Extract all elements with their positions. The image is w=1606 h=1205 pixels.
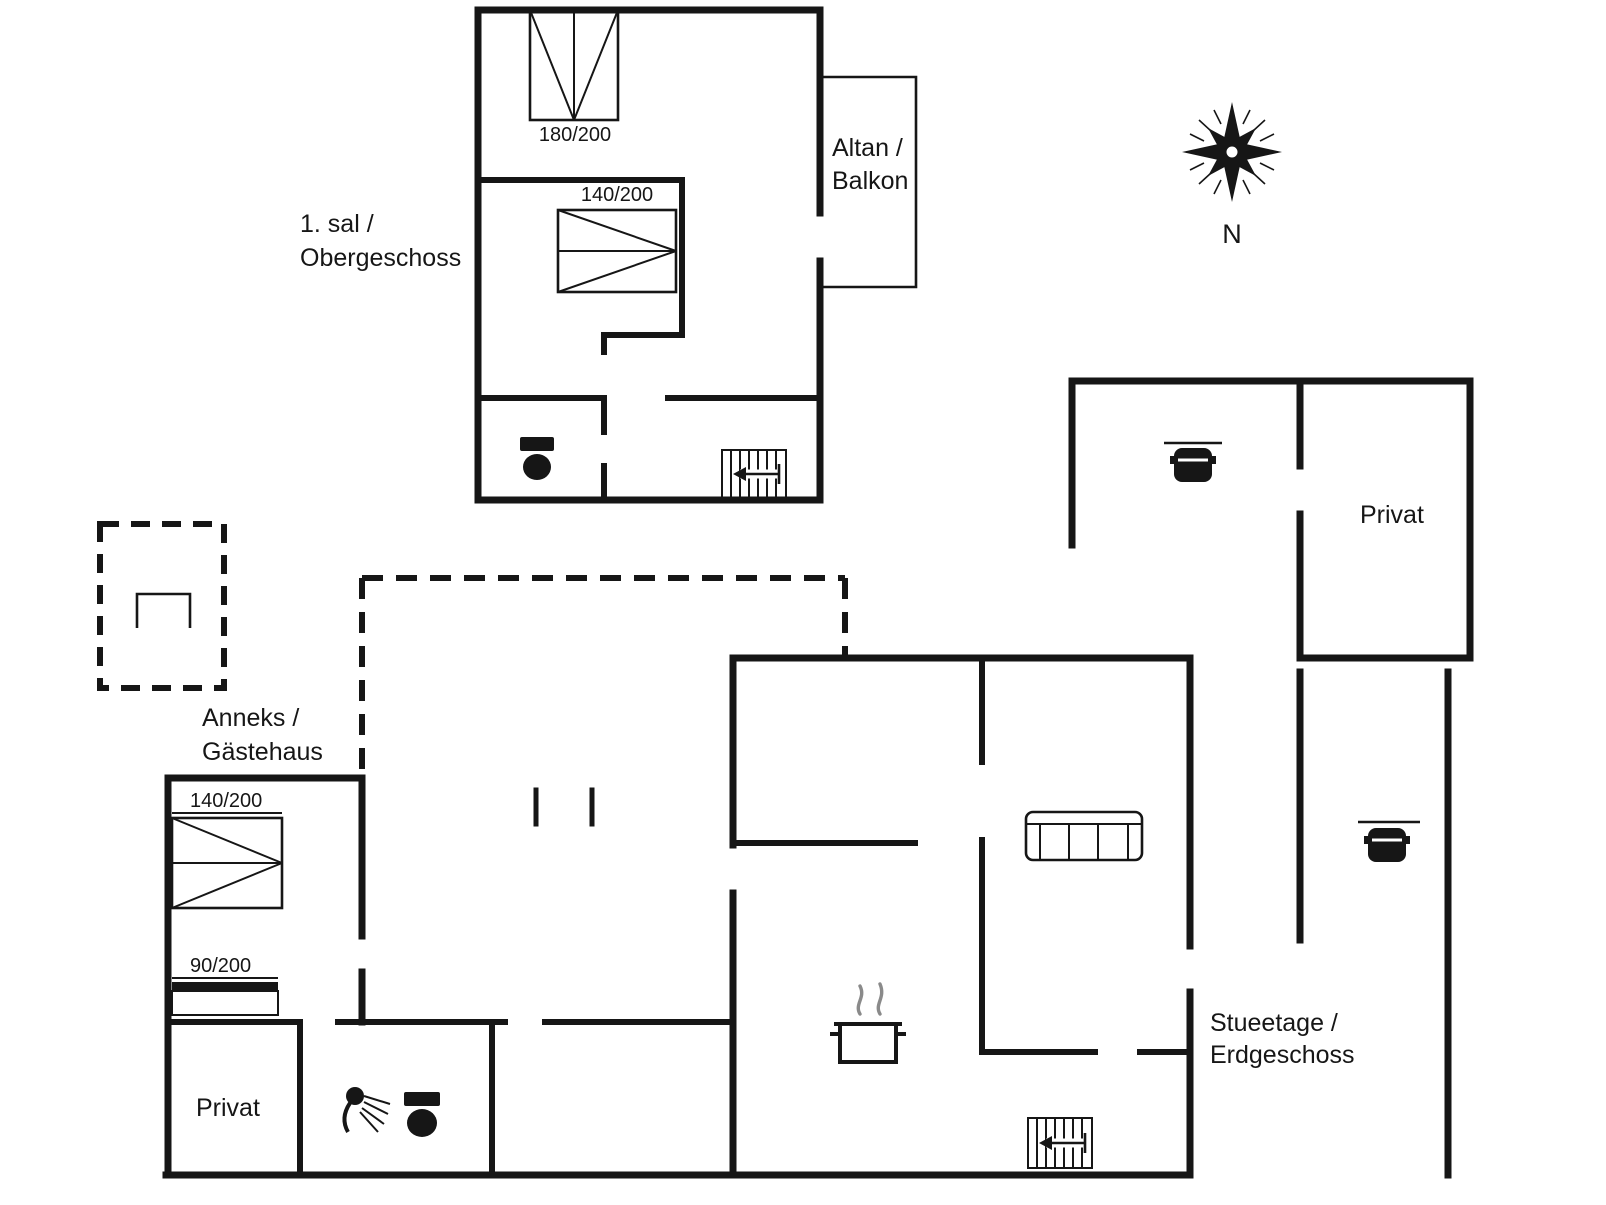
upper-bedroom-walls — [475, 177, 685, 355]
shower-spray-lines — [359, 1095, 391, 1133]
upper-floor-label-line2: Obergeschoss — [300, 244, 461, 272]
grill-icon — [135, 592, 192, 628]
stairs-arrow-head — [1039, 1136, 1052, 1150]
main-outer-walls — [162, 654, 1194, 1179]
stairs-arrow — [1050, 1133, 1087, 1153]
stairs-outline — [721, 449, 787, 499]
annex-label-line1: Anneks / — [202, 704, 299, 732]
stairs-outline — [1027, 1117, 1093, 1169]
carport-walls — [1068, 377, 1474, 662]
annex-outer-walls — [164, 774, 366, 1179]
sofa-icon — [1024, 810, 1144, 862]
bunk-outline — [171, 990, 279, 1016]
car-body — [1368, 828, 1406, 862]
terrace-dashed-walls — [359, 575, 848, 778]
balcony-label-line1: Altan / — [832, 134, 903, 162]
car-body — [1174, 448, 1212, 482]
toilet-seam — [522, 451, 552, 454]
stairs-icon — [721, 449, 787, 499]
stairs-icon — [1027, 1117, 1093, 1169]
bed-duvet-lines — [557, 209, 677, 293]
upper-bed-double-dimension: 180/200 — [539, 124, 611, 146]
shed-dashed-outline — [97, 521, 227, 691]
bunk-headboard — [172, 982, 278, 991]
ground-floor-plan: Privat Stueetage / Erdgeschoss — [162, 377, 1474, 1179]
shower-handle — [342, 1101, 352, 1133]
terrace-dashed-outline — [359, 575, 848, 827]
shed-dashed-walls — [97, 521, 227, 691]
toilet-tank — [404, 1092, 440, 1106]
compass-rose-icon: N — [1182, 102, 1282, 249]
main-interior-walls — [730, 655, 1193, 1055]
car-mirror — [1212, 456, 1216, 464]
car-mirror — [1364, 836, 1368, 844]
ground-floor-label-line1: Stueetage / — [1210, 1009, 1338, 1037]
upper-floor-plan: 180/200 140/200 1. sal / Obergeschoss Al… — [300, 6, 918, 504]
terrace-post-marks — [533, 787, 595, 827]
car-icon — [1364, 828, 1410, 862]
bed-icon — [556, 208, 678, 294]
balcony-outline — [820, 75, 918, 289]
steam-lines — [856, 982, 884, 1016]
car-icon — [1170, 448, 1216, 482]
stairs-arrow-head — [733, 467, 746, 481]
bed-icon — [171, 977, 279, 1016]
toilet-seam — [406, 1106, 438, 1109]
annex-label-line2: Gästehaus — [202, 738, 323, 766]
car-mirror — [1170, 456, 1174, 464]
toilet-bowl — [523, 454, 551, 480]
annex-bed-dimension: 140/200 — [190, 790, 262, 812]
shower-head — [346, 1087, 364, 1105]
compass-north-label: N — [1222, 219, 1242, 249]
toilet-icon — [520, 437, 554, 480]
sofa-outline — [1024, 810, 1144, 862]
annex-interior-walls — [165, 1019, 736, 1178]
side-strip-walls — [1296, 668, 1452, 1179]
toilet-icon — [404, 1092, 440, 1137]
stairs-arrow — [744, 464, 781, 484]
upper-outer-walls — [474, 6, 824, 504]
toilet-tank — [520, 437, 554, 451]
bed-icon — [170, 816, 284, 910]
cooking-pot-icon — [830, 982, 906, 1064]
annex-plan: 140/200 90/200 Anneks / Gästehaus Privat — [164, 704, 736, 1179]
bed-duvet-lines — [529, 9, 619, 121]
shower-icon — [342, 1087, 391, 1133]
upper-floor-label-line1: 1. sal / — [300, 210, 374, 238]
pot-body — [838, 1022, 898, 1064]
upper-bathroom-walls — [475, 395, 823, 503]
annex-bunk-dimension: 90/200 — [190, 955, 251, 977]
balcony-label-line2: Balkon — [832, 167, 908, 195]
car-mirror — [1406, 836, 1410, 844]
upper-bed-small-dimension: 140/200 — [581, 184, 653, 206]
bed-duvet-lines — [171, 817, 283, 909]
compass-hub — [1224, 144, 1240, 160]
ground-privat-label: Privat — [1360, 501, 1424, 529]
bed-icon — [528, 8, 620, 122]
toilet-bowl — [407, 1109, 437, 1137]
ground-floor-label-line2: Erdgeschoss — [1210, 1041, 1355, 1069]
sofa-lines — [1026, 823, 1142, 860]
annex-privat-label: Privat — [196, 1094, 260, 1122]
